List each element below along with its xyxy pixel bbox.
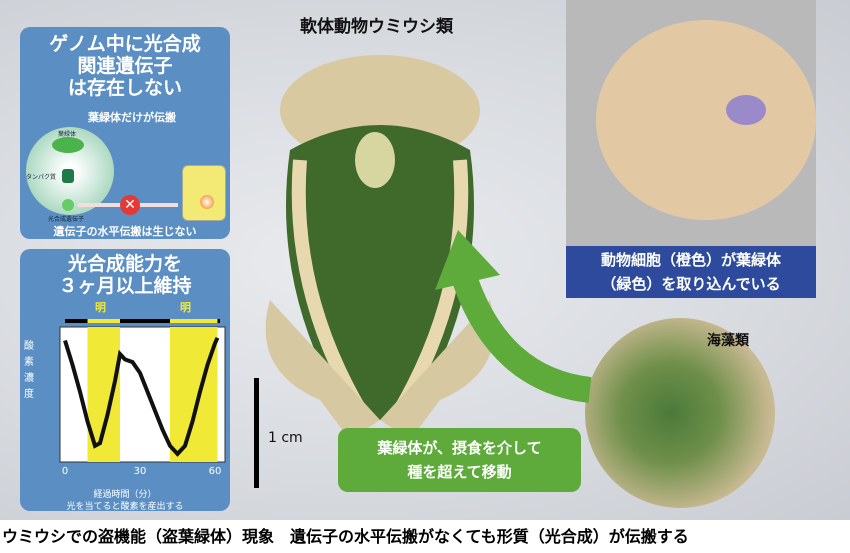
scale-bar	[254, 378, 259, 488]
only-chloroplast-label: 葉緑体だけが伝搬	[88, 111, 176, 124]
dark-period-bar	[65, 319, 220, 323]
light-period-bar	[170, 319, 218, 323]
x-axis-label: 経過時間（分）	[93, 490, 157, 500]
y-axis-label: 酸素濃度	[24, 341, 34, 400]
panel-title-line: ３ヶ月以上維持	[58, 275, 192, 297]
transfer-box-line: 葉緑体が、摂食を介して	[377, 439, 542, 457]
photosynthesis-panel: 光合成能力を ３ヶ月以上維持 明 明 酸素濃度 0 30 60 経過時間（分） 光を…	[20, 249, 230, 512]
seaweed-photo	[585, 318, 775, 508]
chloroplast-icon	[52, 137, 84, 153]
panel-title-line: 関連遺伝子	[77, 55, 173, 77]
chloroplast-label: 葉緑体	[58, 131, 77, 138]
nucleus-icon	[200, 195, 214, 209]
electron-micrograph	[566, 0, 816, 246]
transfer-arrow	[435, 230, 592, 403]
light-period	[170, 327, 218, 462]
recipient-cell	[182, 165, 226, 221]
light-period-bar	[87, 319, 120, 323]
panel-title-line: 光合成能力を	[67, 253, 182, 275]
panel-title-line: ゲノム中に光合成	[49, 33, 201, 55]
em-caption: 動物細胞（橙色）が葉緑体 （緑色）を取り込んでいる	[566, 246, 816, 298]
transfer-box-line: 種を超えて移動	[407, 463, 512, 481]
figure-title: 軟体動物ウミウシ類	[300, 17, 453, 37]
panel-footer: 光を当てると酸素を産出する	[66, 502, 184, 512]
oxygen-series	[63, 336, 220, 457]
seaweed-label: 海藻類	[707, 333, 749, 349]
em-caption-line: 動物細胞（橙色）が葉緑体	[600, 251, 781, 269]
oxygen-chart: 0 30 60	[59, 319, 226, 477]
gene-label: 光合成遺伝子	[48, 216, 85, 223]
genome-panel: ゲノム中に光合成 関連遺伝子 は存在しない 葉緑体だけが伝搬 葉緑体 タンパク質…	[20, 27, 230, 239]
protein-label: タンパク質	[26, 174, 57, 181]
transfer-box: 葉緑体が、摂食を介して 種を超えて移動	[338, 428, 581, 492]
protein-icon	[62, 169, 74, 183]
em-caption-line: （緑色）を取り込んでいる	[601, 275, 781, 293]
x-tick-label: 0	[62, 466, 68, 477]
gene-icon	[62, 199, 74, 211]
x-tick-label: 30	[134, 466, 147, 477]
panel-title-line: は存在しない	[67, 77, 182, 99]
cross-icon: ✕	[120, 195, 140, 215]
x-tick-label: 60	[209, 466, 222, 477]
light-label: 明	[180, 301, 191, 314]
sea-slug-photo	[265, 55, 495, 440]
figure-caption: ウミウシでの盗機能（盗葉緑体）現象 遺伝子の水平伝搬がなくても形質（光合成）が伝…	[2, 527, 689, 546]
light-label: 明	[95, 301, 106, 314]
scale-label: 1 cm	[268, 430, 303, 446]
panel-footer: 遺伝子の水平伝搬は生じない	[53, 225, 197, 238]
